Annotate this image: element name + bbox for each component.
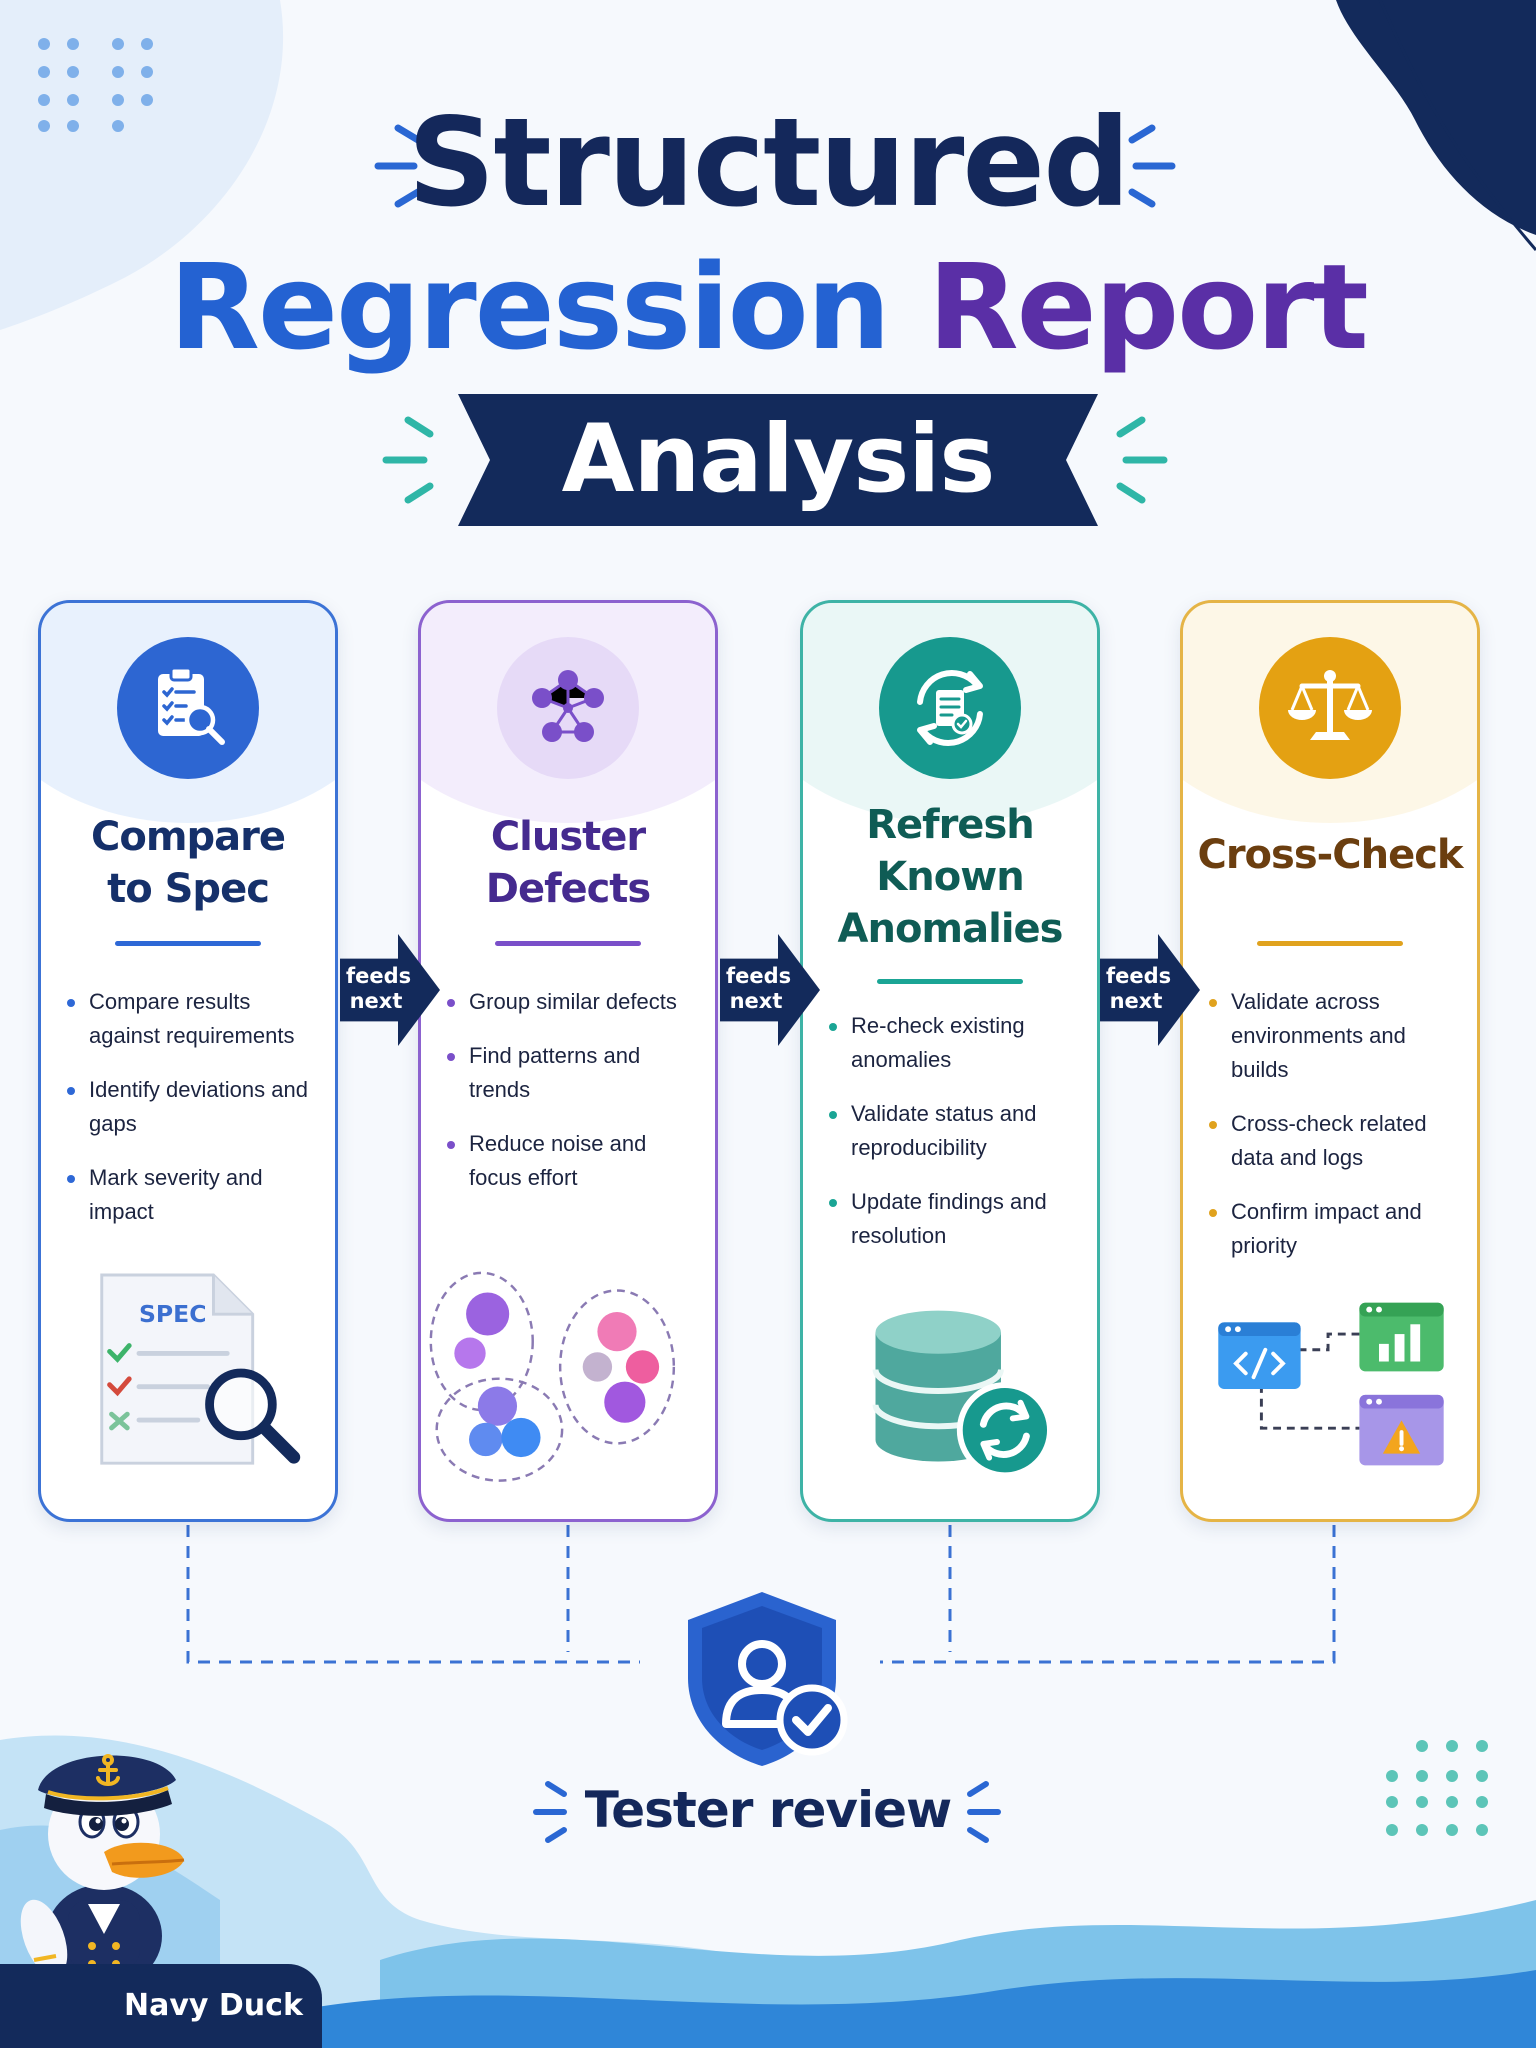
title-regression: Regression: [169, 238, 891, 376]
list-item: Find patterns and trends: [445, 1039, 705, 1107]
systems-crosscheck-illustration: [1218, 1302, 1444, 1466]
database-refresh-illustration: [872, 1310, 1053, 1479]
bullet-list: Group similar defects Find patterns and …: [445, 985, 705, 1215]
list-item: Identify deviations and gaps: [65, 1073, 325, 1141]
list-item: Mark severity and impact: [65, 1161, 325, 1229]
title-underline: [1257, 941, 1403, 946]
title-underline: [115, 941, 261, 946]
list-item: Compare results against requirements: [65, 985, 325, 1053]
list-item: Cross-check related data and logs: [1207, 1107, 1467, 1175]
list-item: Re-check existing anomalies: [827, 1009, 1087, 1077]
navy-duck-mascot: [20, 1754, 185, 2005]
analysis-banner: Analysis: [458, 394, 1098, 526]
step-card-refresh-known-anomalies: Refresh Known Anomalies Re-check existin…: [800, 600, 1100, 1522]
refresh-document-icon: [879, 637, 1021, 779]
step-card-compare-to-spec: Compare to Spec Compare results against …: [38, 600, 338, 1522]
bullet-list: Validate across environments and builds …: [1207, 985, 1467, 1283]
step-title: Cluster Defects: [485, 814, 652, 912]
tester-review-label: Tester review: [584, 1781, 952, 1839]
bullet-list: Re-check existing anomalies Validate sta…: [827, 1009, 1087, 1273]
list-item: Reduce noise and focus effort: [445, 1127, 705, 1195]
network-nodes-icon: [497, 637, 639, 779]
balance-scale-icon: [1259, 637, 1401, 779]
list-item: Update findings and resolution: [827, 1185, 1087, 1253]
list-item: Validate across environments and builds: [1207, 985, 1467, 1087]
step-card-cluster-defects: Cluster Defects Group similar defects Fi…: [418, 600, 718, 1522]
list-item: Confirm impact and priority: [1207, 1195, 1467, 1263]
mascot-name: Navy Duck: [124, 1988, 303, 2023]
title-underline: [877, 979, 1023, 984]
list-item: Group similar defects: [445, 985, 705, 1019]
shield-user-check-icon: [688, 1592, 848, 1766]
title-underline: [495, 941, 641, 946]
mascot-name-badge: Navy Duck: [0, 1964, 322, 2048]
list-item: Validate status and reproducibility: [827, 1097, 1087, 1165]
bullet-list: Compare results against requirements Ide…: [65, 985, 325, 1249]
title-report: Report: [927, 238, 1369, 376]
clipboard-magnifier-icon: [117, 637, 259, 779]
defect-clusters-illustration: [429, 1271, 676, 1482]
spec-document-illustration: SPEC: [100, 1273, 301, 1465]
step-title: Cross-Check: [1197, 832, 1463, 878]
title-line-2: Regression Report: [0, 232, 1536, 382]
step-card-cross-check: Cross-Check Validate across environments…: [1180, 600, 1480, 1522]
analysis-banner-text: Analysis: [561, 405, 996, 514]
title-line-1: Structured: [407, 92, 1131, 234]
spec-label: SPEC: [139, 1300, 207, 1328]
step-title: Refresh Known Anomalies: [837, 802, 1064, 952]
step-title: Compare to Spec: [91, 814, 286, 912]
